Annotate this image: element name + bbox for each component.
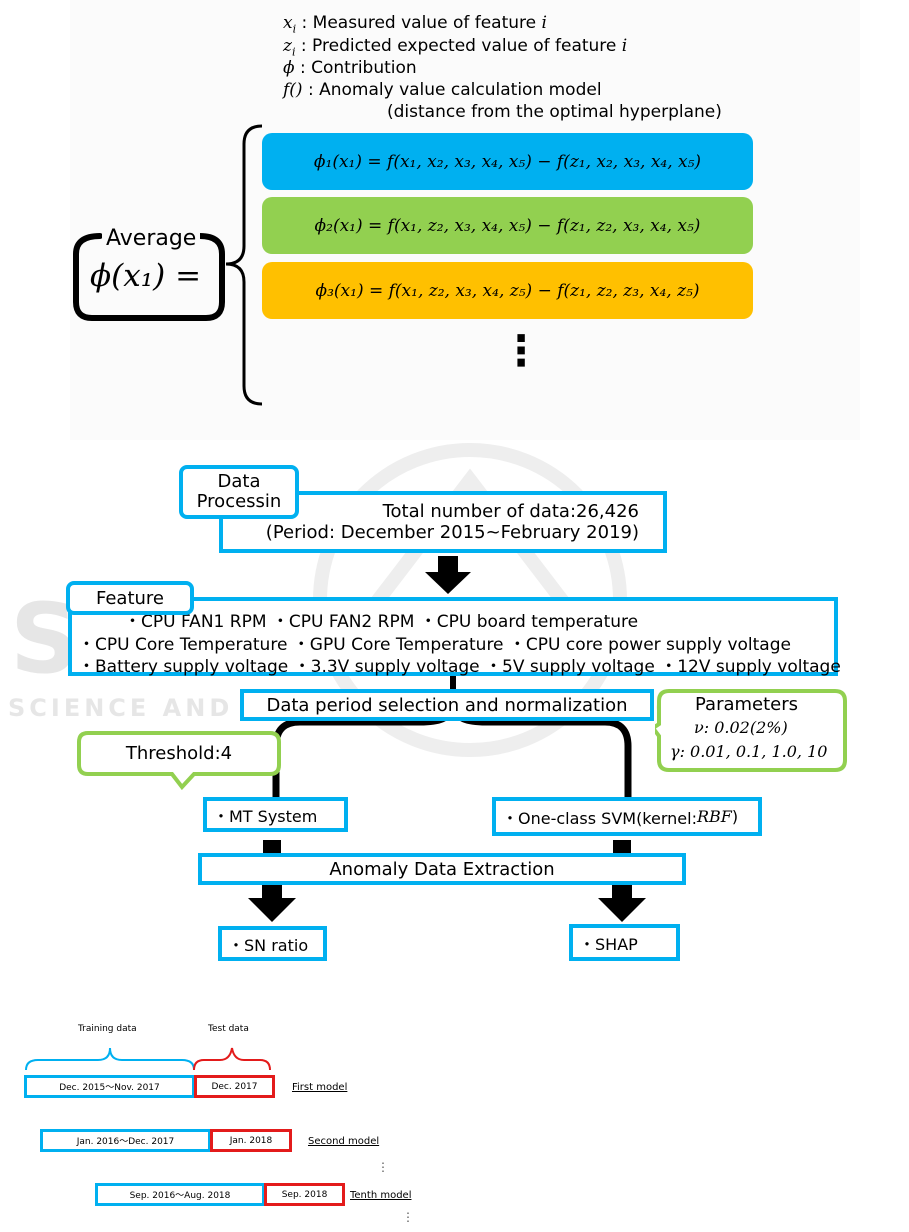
selection-text: Data period selection and normalization [266, 694, 628, 716]
svm-text: ・One-class SVM(kernel: [502, 808, 697, 828]
vertical-ellipsis: ⋮ [500, 326, 542, 375]
feature-tab-label: Feature [95, 587, 165, 609]
shap-text: ・SHAP [579, 934, 638, 954]
model-10-name: Tenth model [350, 1190, 412, 1201]
formula-3: ϕ₃(x₁) = f(x₁, z₂, x₃, x₄, z₅) − f(z₁, z… [315, 280, 700, 301]
sn-ratio-box: ・SN ratio [218, 926, 327, 961]
extraction-text: Anomaly Data Extraction [329, 858, 555, 880]
param-nu: ν: 0.02(2%) [694, 718, 788, 737]
legend-measured: xi : Measured value of feature i [283, 13, 547, 36]
mt-system-text: ・MT System [213, 806, 318, 826]
legend-predicted: zi : Predicted expected value of feature… [283, 36, 628, 59]
model-2-train-box: Jan. 2016～Dec. 2017 [40, 1129, 211, 1152]
threshold-text: Threshold:4 [125, 742, 233, 764]
average-label: Average [102, 226, 201, 251]
mt-system-box: ・MT System [203, 797, 348, 832]
formula-box-1: ϕ₁(x₁) = f(x₁, x₂, x₃, x₄, x₅) − f(z₁, x… [262, 133, 753, 190]
timeline-ellipsis: ⋮ [377, 1160, 389, 1174]
model-1-test-box: Dec. 2017 [194, 1075, 275, 1098]
extraction-box: Anomaly Data Extraction [198, 853, 686, 885]
formula-1: ϕ₁(x₁) = f(x₁, x₂, x₃, x₄, x₅) − f(z₁, x… [313, 151, 702, 172]
legend-contribution: ϕ : Contribution [283, 58, 417, 78]
sn-ratio-text: ・SN ratio [228, 935, 309, 955]
svm-kernel: RBF [696, 807, 732, 826]
timeline-braces [25, 1047, 271, 1071]
model-1-train-box: Dec. 2015～Nov. 2017 [24, 1075, 195, 1098]
training-data-label: Training data [78, 1024, 137, 1034]
total-data-text: Total number of data:26,426 [382, 501, 639, 522]
formula-box-3: ϕ₃(x₁) = f(x₁, z₂, x₃, x₄, z₅) − f(z₁, z… [262, 262, 753, 319]
lower-arrows [248, 840, 646, 922]
feature-line-2: ・CPU Core Temperature ・GPU Core Temperat… [78, 635, 791, 655]
model-10-test-box: Sep. 2018 [264, 1183, 345, 1206]
total-data-box: Total number of data:26,426 (Period: Dec… [219, 491, 667, 553]
model-1-name: First model [292, 1082, 348, 1093]
feature-line-3: ・Battery supply voltage ・3.3V supply vol… [78, 657, 841, 677]
curly-brace [225, 124, 263, 406]
timeline-ellipsis-2: ⋮ [402, 1210, 414, 1224]
threshold-callout-shape [77, 731, 281, 790]
selection-box: Data period selection and normalization [240, 689, 654, 721]
feature-box: ・CPU FAN1 RPM ・CPU FAN2 RPM ・CPU board t… [68, 597, 841, 677]
legend-continuation: (distance from the optimal hyperplane) [387, 102, 722, 122]
model-10-train-box: Sep. 2016～Aug. 2018 [95, 1183, 265, 1206]
shap-box: ・SHAP [569, 924, 680, 961]
test-data-label: Test data [208, 1024, 249, 1034]
param-gamma: γ: 0.01, 0.1, 1.0, 10 [670, 742, 828, 761]
period-text: (Period: December 2015~February 2019) [265, 522, 639, 543]
data-processing-label: Data Processin [196, 471, 282, 512]
model-2-name: Second model [308, 1136, 380, 1147]
svm-box: ・One-class SVM(kernel:RBF) [492, 797, 762, 836]
svm-close: ) [731, 807, 739, 826]
parameters-title: Parameters [695, 694, 799, 715]
formula-box-2: ϕ₂(x₁) = f(x₁, z₂, x₃, x₄, x₅) − f(z₁, z… [262, 197, 753, 254]
feature-tab: Feature [66, 581, 194, 615]
data-processing-tab: Data Processin [179, 465, 299, 519]
parameters-callout-shape [655, 689, 847, 772]
legend-model: f() : Anomaly value calculation model [283, 80, 602, 100]
average-bracket [73, 233, 225, 321]
arrow-down-1 [425, 556, 471, 594]
feature-line-1: ・CPU FAN1 RPM ・CPU FAN2 RPM ・CPU board t… [124, 612, 639, 632]
model-2-test-box: Jan. 2018 [210, 1129, 292, 1152]
average-formula: ϕ(x₁) = [90, 258, 202, 294]
formula-2: ϕ₂(x₁) = f(x₁, z₂, x₃, x₄, x₅) − f(z₁, z… [314, 215, 701, 236]
